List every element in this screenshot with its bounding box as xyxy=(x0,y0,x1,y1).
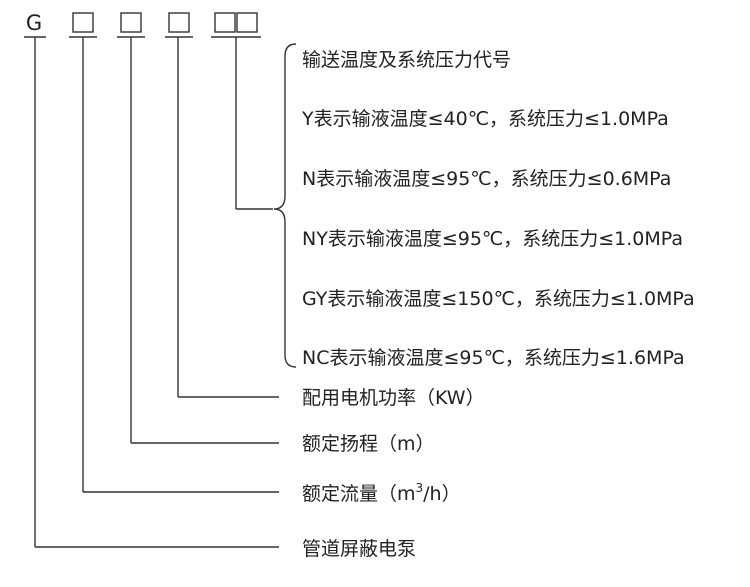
code-item-nc: NC表示输液温度≤95℃，系统压力≤1.6MPa xyxy=(302,347,685,369)
placeholder-box-code-2 xyxy=(236,12,258,33)
label-product: 管道屏蔽电泵 xyxy=(302,538,416,560)
placeholder-box-code-1 xyxy=(214,12,236,33)
code-item-gy: GY表示输液温度≤150℃，系统压力≤1.0MPa xyxy=(302,288,695,310)
label-flow: 额定流量（m3/h） xyxy=(302,481,461,505)
code-item-ny: NY表示输液温度≤95℃，系统压力≤1.0MPa xyxy=(302,228,683,250)
placeholder-box-head xyxy=(120,12,142,33)
curly-brace xyxy=(273,43,297,368)
placeholder-box-power xyxy=(168,12,190,33)
label-power: 配用电机功率（KW） xyxy=(302,387,485,409)
label-flow-prefix: 额定流量（m xyxy=(302,483,416,505)
label-flow-superscript: 3 xyxy=(416,481,424,495)
placeholder-box-flow xyxy=(72,12,94,33)
code-item-y: Y表示输液温度≤40℃，系统压力≤1.0MPa xyxy=(301,108,669,130)
code-item-n: N表示输液温度≤95℃，系统压力≤0.6MPa xyxy=(302,168,671,190)
code-prefix-g: G xyxy=(26,11,42,35)
brace-title: 输送温度及系统压力代号 xyxy=(302,49,511,71)
label-head: 额定扬程（m） xyxy=(302,433,435,455)
label-flow-suffix: /h） xyxy=(423,483,460,505)
